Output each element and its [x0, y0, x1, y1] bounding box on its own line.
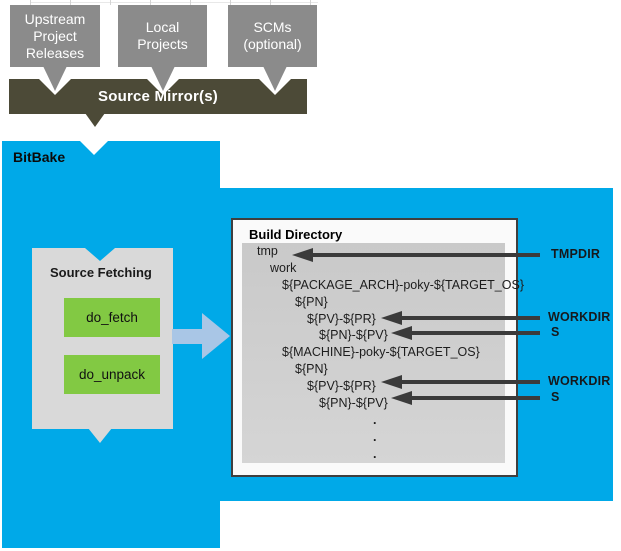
tree-row: tmp — [257, 244, 278, 258]
upstream-releases-box: Upstream Project Releases — [10, 5, 100, 67]
source-fetching-notch-icon — [85, 248, 115, 261]
workdir-label: WORKDIR — [548, 374, 611, 388]
bitbake-notch-icon — [80, 141, 108, 155]
tree-row: ${PV}-${PR} — [307, 379, 376, 394]
connector-tail-icon — [151, 66, 175, 91]
source-fetching-panel: Source Fetching do_fetch do_unpack — [32, 248, 173, 429]
workdir-arrow — [401, 380, 540, 384]
tmpdir-arrow-head-icon — [292, 248, 313, 262]
do-fetch-label: do_fetch — [86, 310, 138, 325]
tree-row: work — [270, 260, 297, 275]
tree-row: ${PN} — [295, 294, 328, 309]
bitbake-label: BitBake — [13, 149, 66, 165]
connector-tail-icon — [85, 113, 105, 127]
build-directory-panel: Build Directory tmp work ${PACKAGE_ARCH}… — [231, 218, 524, 477]
build-directory-title: Build Directory — [249, 227, 343, 242]
tree-row: ${PN}-${PV} — [319, 396, 388, 411]
workdir-arrow-head-icon — [381, 375, 402, 389]
connector-tail-icon — [43, 66, 67, 91]
tree-row: ${PN} — [295, 362, 328, 377]
connector-tail-icon — [263, 66, 287, 91]
workdir-arrow-head-icon — [381, 311, 402, 325]
tree-row: ${PACKAGE_ARCH}-poky-${TARGET_OS} — [282, 277, 524, 292]
upstream-releases-label: Upstream Project Releases — [24, 10, 86, 61]
tree-row: ${PV}-${PR} — [307, 311, 376, 326]
do-unpack-task: do_unpack — [64, 355, 160, 394]
local-projects-box: Local Projects — [118, 5, 207, 67]
tree-row: . — [373, 412, 377, 427]
local-projects-label: Local Projects — [137, 19, 188, 52]
source-fetching-tail-icon — [88, 428, 112, 443]
tree-row: . — [373, 446, 377, 461]
scms-label: SCMs (optional) — [243, 19, 302, 52]
do-fetch-task: do_fetch — [64, 298, 160, 337]
tree-row: ${PN}-${PV} — [319, 328, 388, 343]
workdir-label: WORKDIR — [548, 310, 611, 324]
s-arrow — [411, 396, 540, 400]
tree-row: ${MACHINE}-poky-${TARGET_OS} — [282, 345, 480, 360]
gridline-ticks — [30, 0, 318, 5]
do-unpack-label: do_unpack — [78, 367, 146, 382]
scms-box: SCMs (optional) — [228, 5, 317, 67]
workdir-arrow — [401, 316, 540, 320]
tree-row: . — [373, 429, 377, 444]
s-label: S — [551, 325, 560, 339]
tmpdir-label: TMPDIR — [551, 247, 601, 261]
flow-arrow — [172, 329, 203, 344]
s-label: S — [551, 390, 560, 404]
s-arrow-head-icon — [391, 391, 412, 405]
s-arrow — [411, 331, 540, 335]
flow-arrow-head-icon — [202, 313, 230, 359]
s-arrow-head-icon — [391, 326, 412, 340]
tmpdir-arrow — [312, 253, 540, 257]
bitbake-region — [2, 141, 220, 188]
directory-tree: tmp work ${PACKAGE_ARCH}-poky-${TARGET_O… — [242, 243, 524, 463]
bitbake-region — [2, 501, 220, 548]
source-mirror-label: Source Mirror(s) — [98, 88, 218, 105]
source-fetching-title: Source Fetching — [50, 265, 152, 280]
